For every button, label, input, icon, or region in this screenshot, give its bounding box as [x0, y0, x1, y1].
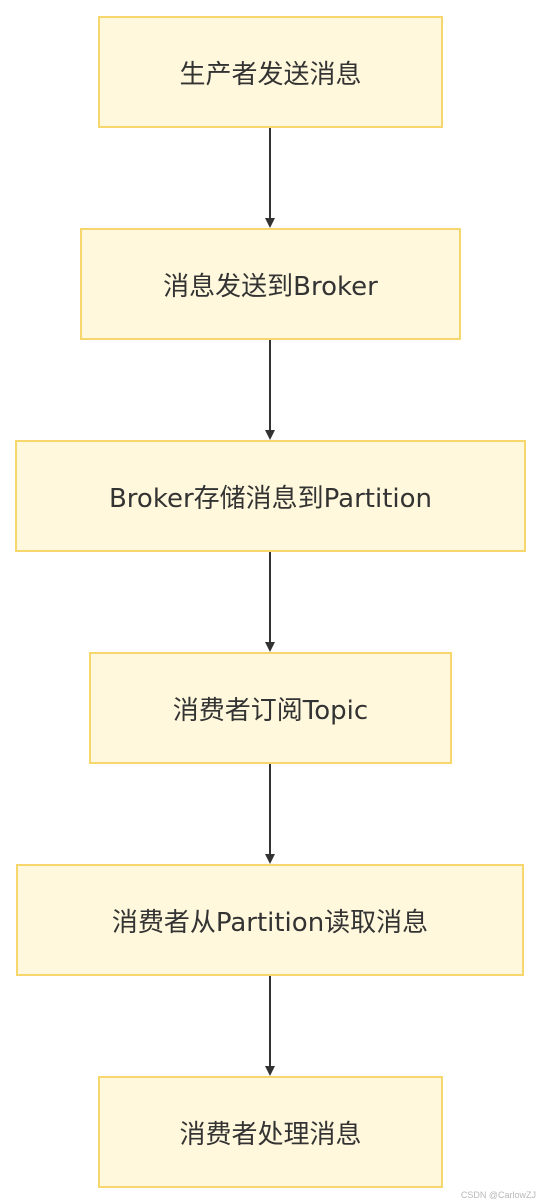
node-label: 消费者订阅Topic [172, 695, 369, 726]
node-consumer-subscribe: 消费者订阅Topic [89, 652, 452, 764]
node-producer-send: 生产者发送消息 [98, 16, 443, 128]
node-consumer-read: 消费者从Partition读取消息 [16, 864, 524, 976]
node-label: 消费者从Partition读取消息 [111, 907, 429, 938]
node-send-to-broker: 消息发送到Broker [80, 228, 461, 340]
node-consumer-process: 消费者处理消息 [98, 1076, 443, 1188]
node-label: Broker存储消息到Partition [108, 483, 433, 514]
watermark: CSDN @CarlowZJ [460, 1190, 536, 1200]
node-label: 生产者发送消息 [179, 59, 362, 90]
node-broker-store: Broker存储消息到Partition [15, 440, 526, 552]
node-label: 消息发送到Broker [163, 271, 378, 302]
node-label: 消费者处理消息 [179, 1119, 362, 1150]
